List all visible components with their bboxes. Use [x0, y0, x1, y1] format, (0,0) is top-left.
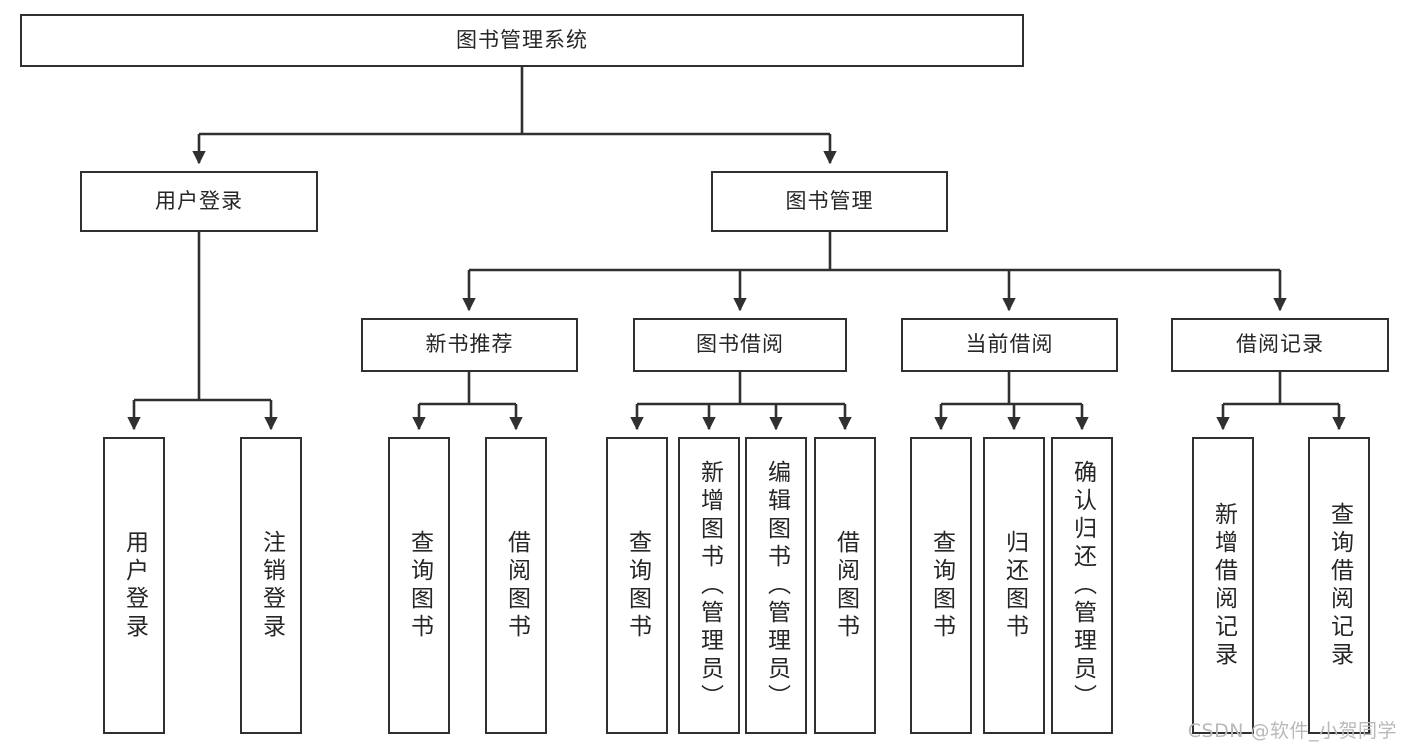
node-leaf-borrow-book-rec-label: 借阅图书 — [503, 529, 530, 642]
node-leaf-edit-book-admin[interactable]: 编辑图书（管理员） — [745, 437, 807, 734]
node-borrow-record-label: 借阅记录 — [1236, 332, 1324, 357]
node-leaf-return-book[interactable]: 归还图书 — [983, 437, 1045, 734]
node-leaf-confirm-return-admin[interactable]: 确认归还（管理员） — [1051, 437, 1113, 734]
node-root[interactable]: 图书管理系统 — [20, 14, 1024, 67]
node-leaf-logout-login-label: 注销登录 — [258, 529, 285, 642]
node-leaf-add-borrow-record-label: 新增借阅记录 — [1210, 501, 1237, 670]
node-leaf-borrow-book-borrow-label: 借阅图书 — [832, 529, 859, 642]
node-new-book-recommend[interactable]: 新书推荐 — [361, 318, 578, 372]
node-leaf-user-login[interactable]: 用户登录 — [103, 437, 165, 734]
node-leaf-borrow-book-rec[interactable]: 借阅图书 — [485, 437, 547, 734]
node-book-borrow[interactable]: 图书借阅 — [633, 318, 847, 372]
node-leaf-query-book-borrow-label: 查询图书 — [624, 529, 651, 642]
node-leaf-query-book-current[interactable]: 查询图书 — [910, 437, 972, 734]
node-leaf-query-borrow-record[interactable]: 查询借阅记录 — [1308, 437, 1370, 734]
watermark-text: CSDN @软件_小贺同学 — [1187, 720, 1397, 742]
node-user-login[interactable]: 用户登录 — [80, 171, 318, 232]
node-leaf-add-book-admin-label: 新增图书（管理员） — [696, 459, 723, 712]
node-leaf-query-book-rec[interactable]: 查询图书 — [388, 437, 450, 734]
node-leaf-user-login-label: 用户登录 — [121, 529, 148, 642]
node-leaf-query-book-borrow[interactable]: 查询图书 — [606, 437, 668, 734]
node-book-management-label: 图书管理 — [785, 188, 874, 213]
node-book-borrow-label: 图书借阅 — [696, 332, 784, 357]
node-book-management[interactable]: 图书管理 — [711, 171, 948, 232]
node-leaf-add-borrow-record[interactable]: 新增借阅记录 — [1192, 437, 1254, 734]
node-leaf-edit-book-admin-label: 编辑图书（管理员） — [763, 459, 790, 712]
node-current-borrow[interactable]: 当前借阅 — [901, 318, 1118, 372]
node-leaf-query-book-rec-label: 查询图书 — [406, 529, 433, 642]
node-leaf-query-borrow-record-label: 查询借阅记录 — [1326, 501, 1353, 670]
node-leaf-add-book-admin[interactable]: 新增图书（管理员） — [678, 437, 740, 734]
node-leaf-return-book-label: 归还图书 — [1001, 529, 1028, 642]
node-leaf-borrow-book-borrow[interactable]: 借阅图书 — [814, 437, 876, 734]
node-leaf-query-book-current-label: 查询图书 — [928, 529, 955, 642]
node-new-book-recommend-label: 新书推荐 — [425, 332, 514, 357]
node-current-borrow-label: 当前借阅 — [965, 332, 1054, 357]
node-leaf-confirm-return-admin-label: 确认归还（管理员） — [1069, 459, 1096, 712]
node-user-login-label: 用户登录 — [155, 188, 243, 213]
node-root-label: 图书管理系统 — [456, 27, 588, 52]
node-leaf-logout-login[interactable]: 注销登录 — [240, 437, 302, 734]
node-borrow-record[interactable]: 借阅记录 — [1171, 318, 1389, 372]
